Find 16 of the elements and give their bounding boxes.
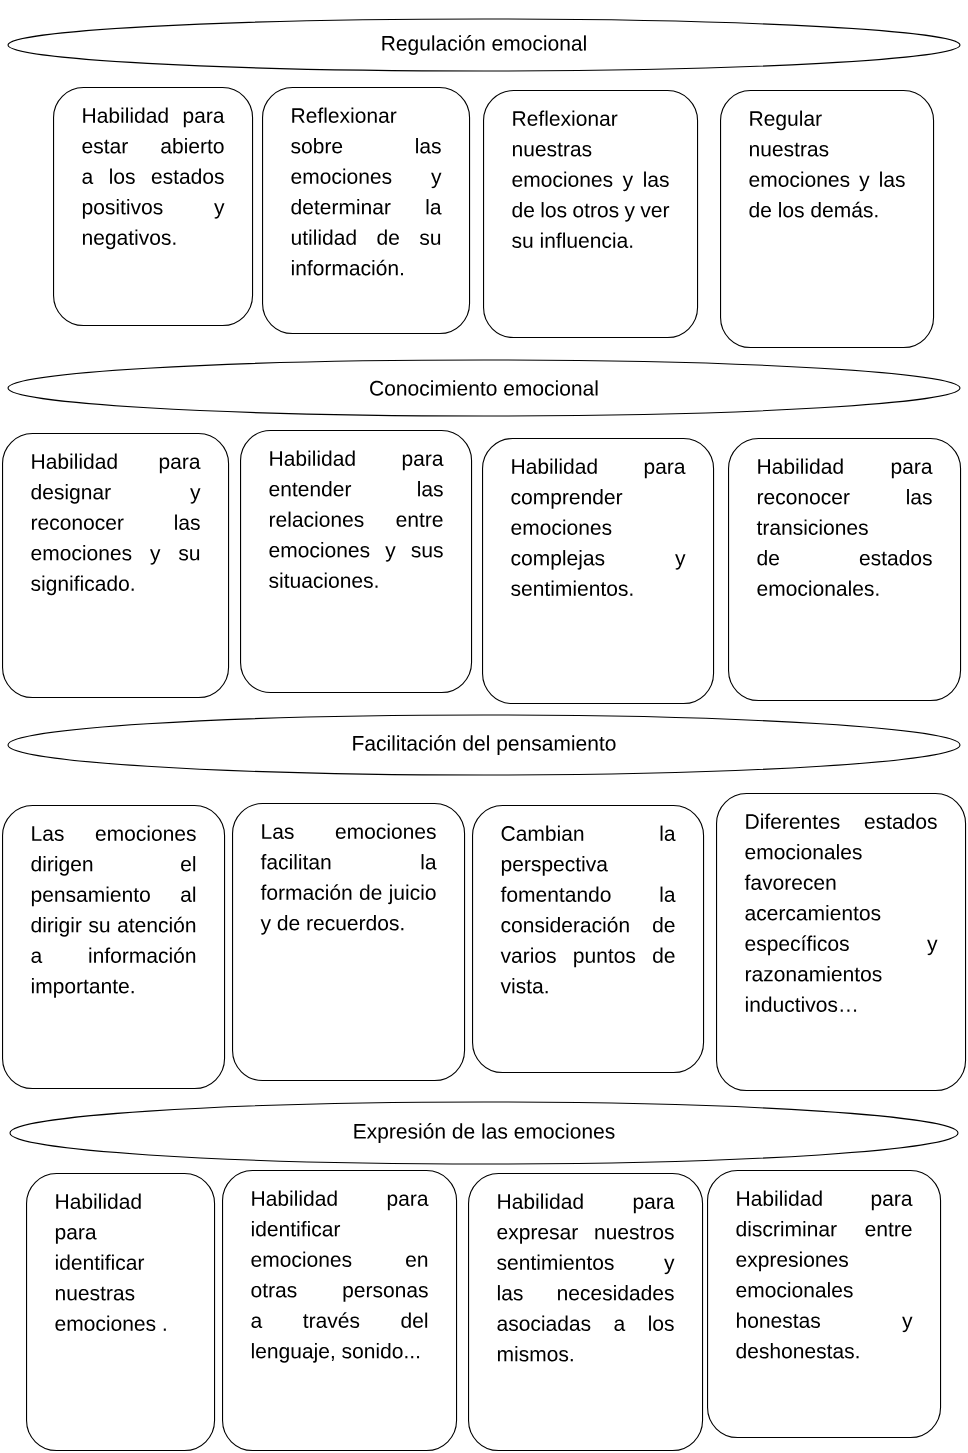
text-box: Las emociones dirigen el pensamiento al dirigir su atención a información importante. <box>2 805 226 1090</box>
text-box: Regular nuestras emociones y las de los demás. <box>720 90 935 349</box>
text-box: Habilidad para identificar nuestras emociones . <box>26 1173 216 1452</box>
text-box: Habilidad para discriminar entre expresiones emocionales honestas y deshonestas. <box>707 1170 942 1439</box>
text-box: Habilidad para designar y reconocer las emociones y su significado. <box>2 433 230 699</box>
text-box: Habilidad para expresar nuestros sentimientos y las necesidades asociadas a los mismos. <box>468 1173 704 1452</box>
text-box: Habilidad para estar abierto a los estados positivos y negativos. <box>53 87 254 327</box>
text-box: Diferentes estados emocionales favorecen acercamientos específicos y razonamientos inductivos… <box>716 793 967 1092</box>
text-box: Reflexionar nuestras emociones y las de los otros y ver su influencia. <box>483 90 699 339</box>
text-box: Reflexionar sobre las emociones y determinar la utilidad de su información. <box>262 87 471 335</box>
text-box: Habilidad para entender las relaciones entre emociones y sus situaciones. <box>240 430 473 694</box>
text-box: Habilidad para reconocer las transiciones de estados emocionales. <box>728 438 962 702</box>
text-box: Habilidad para comprender emociones complejas y sentimientos. <box>482 438 715 705</box>
text-box: Habilidad para identificar emociones en otras personas a través del lenguaje, sonido... <box>222 1170 458 1452</box>
text-box: Las emociones facilitan la formación de juicio y de recuerdos. <box>232 803 466 1082</box>
text-box: Cambian la perspectiva fomentando la consideración de varios puntos de vista. <box>472 805 705 1074</box>
